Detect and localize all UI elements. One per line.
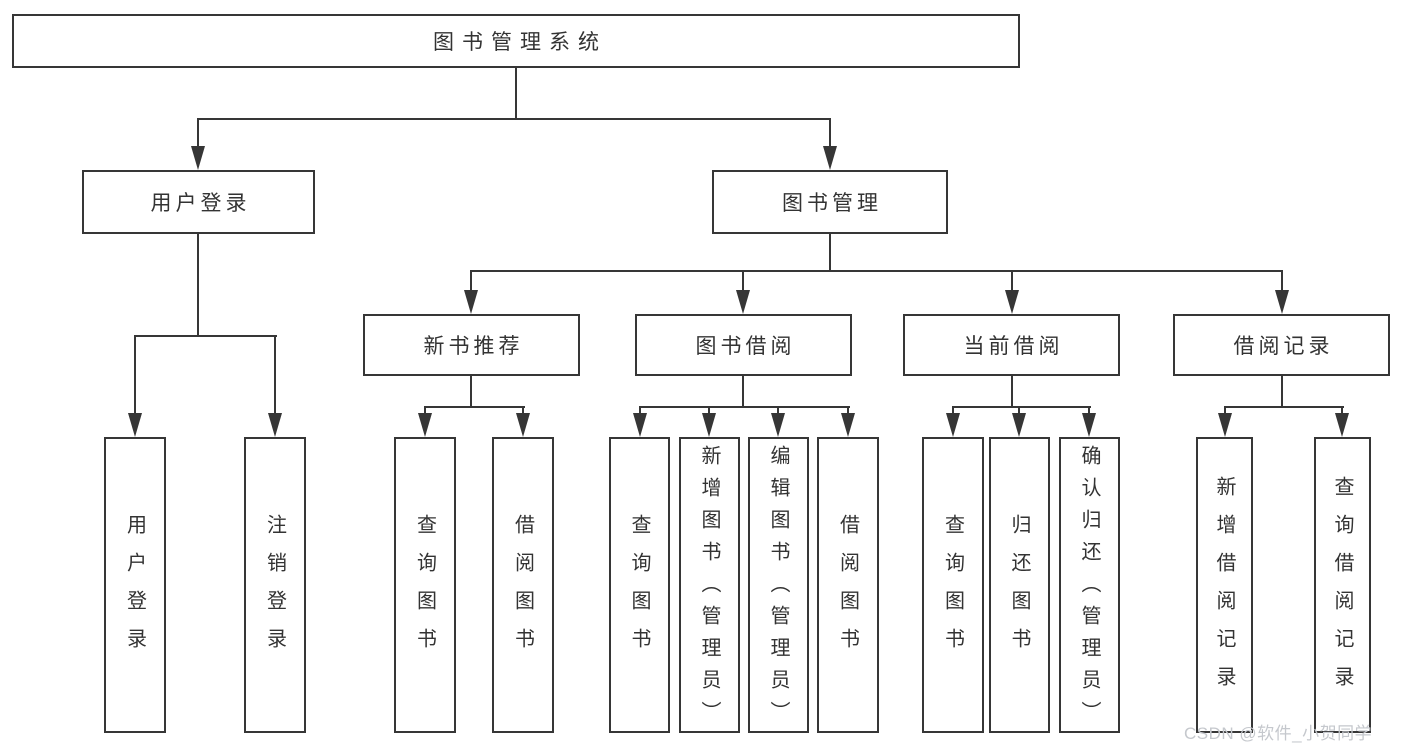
leaf-query-borrow-record-label: 查询借阅记录 xyxy=(1331,475,1353,704)
connector-line xyxy=(829,118,831,150)
connector-line xyxy=(952,406,954,416)
arrow-down-icon xyxy=(771,413,785,437)
leaf-query-books-borrowing: 查询图书 xyxy=(609,437,670,733)
connector-line xyxy=(470,270,472,292)
connector-line xyxy=(639,406,850,408)
arrow-down-icon xyxy=(1218,413,1232,437)
arrow-down-icon xyxy=(464,290,478,314)
arrow-down-icon xyxy=(1012,413,1026,437)
node-book-borrowing: 图书借阅 xyxy=(635,314,852,376)
connector-line xyxy=(847,406,849,416)
arrow-down-icon xyxy=(268,413,282,437)
connector-line xyxy=(777,406,779,416)
connector-line xyxy=(197,232,199,337)
node-book-management-label: 图书管理 xyxy=(782,192,882,215)
connector-line xyxy=(639,406,641,416)
connector-line xyxy=(522,406,524,416)
node-user-login: 用户登录 xyxy=(82,170,315,234)
connector-line xyxy=(515,68,517,119)
node-book-borrowing-label: 图书借阅 xyxy=(695,335,796,358)
connector-line xyxy=(274,335,276,415)
connector-line xyxy=(470,374,472,408)
node-new-book-recommend: 新书推荐 xyxy=(363,314,580,376)
arrow-down-icon xyxy=(633,413,647,437)
leaf-return-book-label: 归还图书 xyxy=(1008,513,1030,666)
connector-line xyxy=(952,406,1091,408)
connector-line xyxy=(829,232,831,272)
leaf-add-borrow-record: 新增借阅记录 xyxy=(1196,437,1253,733)
connector-line xyxy=(708,406,710,416)
arrow-down-icon xyxy=(823,146,837,170)
leaf-borrow-books: 借阅图书 xyxy=(817,437,879,733)
leaf-query-books-current-label: 查询图书 xyxy=(941,513,964,666)
leaf-query-books-recommend-label: 查询图书 xyxy=(413,513,436,666)
leaf-borrow-books-label: 借阅图书 xyxy=(836,513,859,666)
connector-line xyxy=(1011,374,1013,408)
node-current-borrowing-label: 当前借阅 xyxy=(963,335,1064,358)
leaf-logout: 注销登录 xyxy=(244,437,306,733)
node-current-borrowing: 当前借阅 xyxy=(903,314,1120,376)
connector-line xyxy=(1018,406,1020,416)
arrow-down-icon xyxy=(1335,413,1349,437)
node-new-book-recommend-label: 新书推荐 xyxy=(423,335,524,358)
arrow-down-icon xyxy=(418,413,432,437)
arrow-down-icon xyxy=(841,413,855,437)
connector-line xyxy=(1281,270,1283,292)
leaf-confirm-return-admin-label: 确认归还（管理员） xyxy=(1078,445,1100,733)
leaf-edit-book-admin-label: 编辑图书（管理员） xyxy=(767,445,789,733)
leaf-add-borrow-record-label: 新增借阅记录 xyxy=(1213,475,1235,704)
leaf-query-borrow-record: 查询借阅记录 xyxy=(1314,437,1371,733)
node-user-login-label: 用户登录 xyxy=(150,192,251,215)
node-root: 图书管理系统 xyxy=(12,14,1020,68)
connector-line xyxy=(1224,406,1226,416)
leaf-user-login-label: 用户登录 xyxy=(123,513,146,666)
leaf-borrow-books-recommend-label: 借阅图书 xyxy=(511,513,534,666)
connector-line xyxy=(1088,406,1090,416)
arrow-down-icon xyxy=(1082,413,1096,437)
arrow-down-icon xyxy=(1005,290,1019,314)
connector-line xyxy=(1011,270,1013,292)
leaf-query-books-recommend: 查询图书 xyxy=(394,437,456,733)
connector-line xyxy=(742,270,744,292)
arrow-down-icon xyxy=(736,290,750,314)
leaf-add-book-admin-label: 新增图书（管理员） xyxy=(698,445,720,733)
arrow-down-icon xyxy=(946,413,960,437)
leaf-edit-book-admin: 编辑图书（管理员） xyxy=(748,437,809,733)
connector-line xyxy=(424,406,426,416)
connector-line xyxy=(1281,374,1283,408)
connector-line xyxy=(134,335,277,337)
connector-line xyxy=(1224,406,1344,408)
connector-line xyxy=(197,118,199,150)
connector-line xyxy=(424,406,525,408)
connector-line xyxy=(134,335,136,415)
leaf-user-login: 用户登录 xyxy=(104,437,166,733)
leaf-return-book: 归还图书 xyxy=(989,437,1050,733)
arrow-down-icon xyxy=(516,413,530,437)
leaf-query-books-borrowing-label: 查询图书 xyxy=(628,513,650,666)
node-book-management: 图书管理 xyxy=(712,170,948,234)
arrow-down-icon xyxy=(1275,290,1289,314)
leaf-query-books-current: 查询图书 xyxy=(922,437,984,733)
arrow-down-icon xyxy=(702,413,716,437)
arrow-down-icon xyxy=(191,146,205,170)
leaf-add-book-admin: 新增图书（管理员） xyxy=(679,437,740,733)
leaf-confirm-return-admin: 确认归还（管理员） xyxy=(1059,437,1120,733)
leaf-borrow-books-recommend: 借阅图书 xyxy=(492,437,554,733)
connector-line xyxy=(1341,406,1343,416)
csdn-watermark: CSDN @软件_小贺同学 xyxy=(1184,724,1373,743)
arrow-down-icon xyxy=(128,413,142,437)
connector-line xyxy=(742,374,744,408)
node-root-label: 图书管理系统 xyxy=(433,31,607,54)
node-borrowing-records: 借阅记录 xyxy=(1173,314,1390,376)
connector-line xyxy=(197,118,831,120)
connector-line xyxy=(470,270,1283,272)
node-borrowing-records-label: 借阅记录 xyxy=(1233,335,1334,358)
leaf-logout-label: 注销登录 xyxy=(263,513,286,666)
